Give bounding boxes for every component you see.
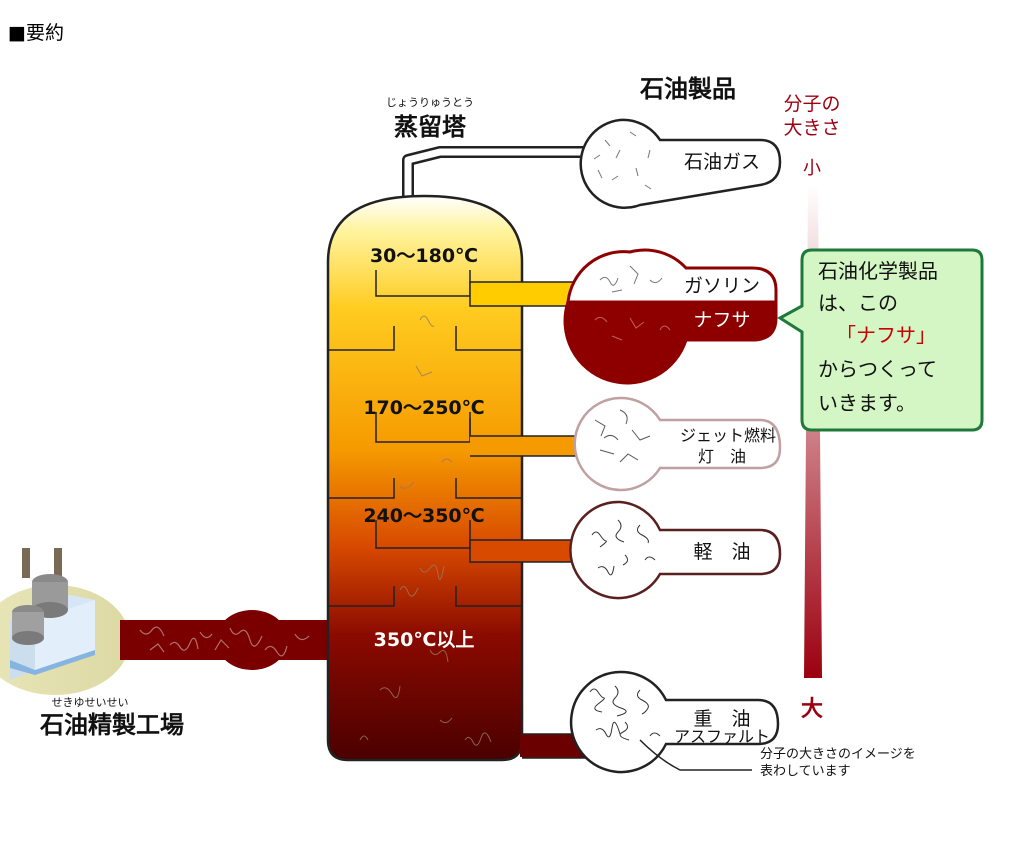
product-diesel: 軽 油 [569, 500, 782, 600]
jet-label: ジェット燃料 [680, 426, 776, 445]
crude-feed-pipe [120, 610, 335, 670]
size-large-label: 大 [801, 697, 823, 722]
temp-label-3: 240〜350℃ [363, 505, 484, 527]
callout-line-4: からつくって [818, 357, 937, 381]
temp-label-4: 350℃以上 [374, 629, 475, 651]
product-heavy-asphalt: 重 油 アスファルト [569, 670, 780, 774]
temp-label-2: 170〜250℃ [363, 397, 484, 419]
diesel-label: 軽 油 [693, 541, 750, 563]
callout-line-3: 「ナフサ」 [836, 323, 936, 347]
gas-label: 石油ガス [684, 151, 760, 173]
distillation-tower [326, 146, 601, 762]
tower-title: 蒸留塔 [394, 113, 467, 141]
refinery-illustration [0, 548, 130, 695]
temp-label-1: 30〜180℃ [370, 245, 478, 267]
naphtha-label: ナフサ [693, 309, 750, 331]
note-line-1: 分子の大きさのイメージを [760, 747, 916, 762]
products-title: 石油製品 [639, 75, 736, 103]
refinery-title: 石油精製工場 [39, 711, 184, 739]
product-gasoline-naphtha: ガソリン ナフサ [563, 248, 778, 385]
note-line-2: 表わしています [760, 764, 851, 779]
summary-heading: ■要約 [8, 22, 64, 44]
kerosene-label: 灯 油 [698, 447, 746, 466]
naphtha-callout: 石油化学製品 は、この 「ナフサ」 からつくって いきます。 [777, 248, 984, 432]
product-jet-kerosene: ジェット燃料 灯 油 [573, 396, 782, 492]
asphalt-label: アスファルト [674, 727, 770, 746]
product-gas: 石油ガス [579, 118, 782, 209]
size-title-2: 大きさ [783, 117, 840, 139]
refinery-ruby: せきゆせいせい [52, 696, 129, 709]
gasoline-label: ガソリン [684, 275, 760, 297]
size-title-1: 分子の [783, 93, 840, 115]
tower-ruby: じょうりゅうとう [386, 96, 474, 109]
callout-line-1: 石油化学製品 [818, 259, 938, 283]
callout-line-5: いきます。 [818, 391, 916, 415]
size-small-label: 小 [803, 158, 821, 179]
callout-line-2: は、この [818, 291, 898, 315]
heavy-oil-label: 重 油 [693, 708, 750, 730]
